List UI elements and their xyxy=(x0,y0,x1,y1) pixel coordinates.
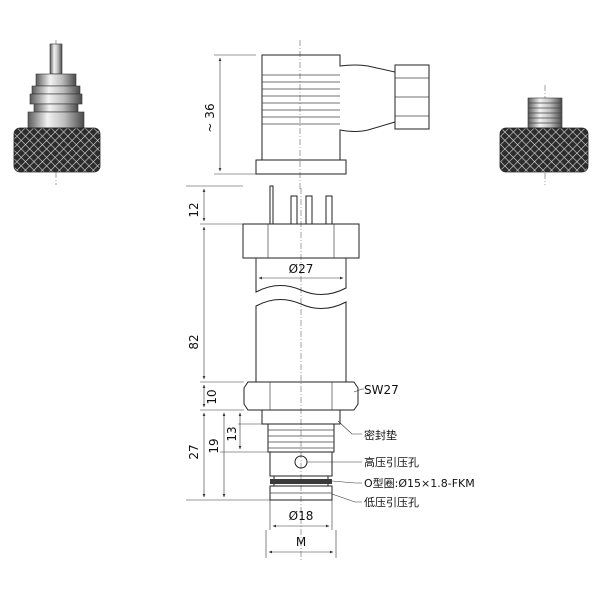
sensor-body: 12 82 10 27 19 13 Ø27 Ø18 M xyxy=(186,185,360,560)
connector-housing: ~ 36 xyxy=(203,40,430,190)
dim-thread-length: 13 xyxy=(225,426,239,441)
dim-body-length: 82 xyxy=(187,334,201,349)
left-product-view xyxy=(13,40,101,185)
right-product-view xyxy=(499,85,589,185)
callout-seal: 密封垫 xyxy=(364,428,397,442)
callout-oring: O型圈:Ø15×1.8-FKM xyxy=(364,476,475,490)
dim-hex-height: 10 xyxy=(205,389,219,404)
dim-lower-length: 27 xyxy=(187,444,201,459)
dim-port-diameter: Ø18 xyxy=(289,509,314,523)
callout-high-port: 高压引压孔 xyxy=(364,455,419,469)
dim-connector-height: ~ 36 xyxy=(203,103,217,132)
dim-port-length: 19 xyxy=(207,438,221,453)
callout-hex: SW27 xyxy=(364,383,399,397)
callout-low-port: 低压引压孔 xyxy=(364,495,419,509)
callouts: SW27 密封垫 高压引压孔 O型圈:Ø15×1.8-FKM 低压引压孔 xyxy=(307,383,475,509)
dim-pin-height: 12 xyxy=(187,202,201,217)
dim-thread-size: M xyxy=(296,535,306,549)
dim-body-diameter: Ø27 xyxy=(289,262,314,276)
